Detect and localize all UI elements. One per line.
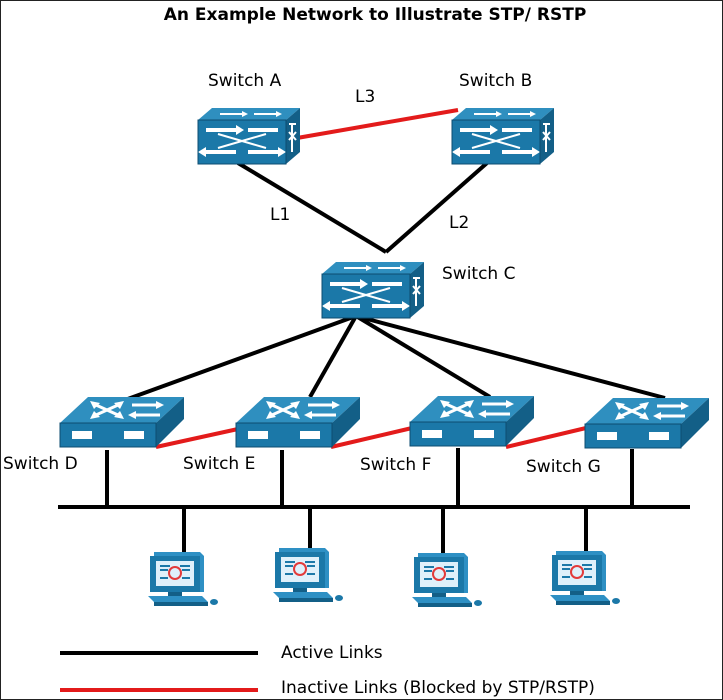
switch-f-icon[interactable] <box>408 394 536 448</box>
switch-b-icon[interactable] <box>451 107 555 165</box>
pc-3-icon[interactable] <box>411 552 483 608</box>
switch-c-label: Switch C <box>442 264 515 284</box>
link-c-f <box>354 314 492 399</box>
switch-b-label: Switch B <box>459 71 532 91</box>
switch-a-label: Switch A <box>208 71 282 91</box>
link-d-e-inactive <box>155 427 239 449</box>
diagram-title: An Example Network to Illustrate STP/ RS… <box>164 5 587 25</box>
link-c-e <box>308 315 358 398</box>
switch-e-icon[interactable] <box>234 395 362 449</box>
link-l1-active <box>236 161 388 254</box>
switch-a-icon[interactable] <box>197 107 301 165</box>
switch-g-label: Switch G <box>526 457 601 477</box>
link-c-g <box>355 314 666 400</box>
link-l1-label: L1 <box>270 205 290 225</box>
legend-inactive-label: Inactive Links (Blocked by STP/RSTP) <box>281 678 595 698</box>
switch-g-icon[interactable] <box>583 396 711 450</box>
link-l3-label: L3 <box>355 87 375 107</box>
legend-active-label: Active Links <box>281 643 383 663</box>
switch-d-icon[interactable] <box>58 395 186 449</box>
switch-f-label: Switch F <box>360 455 431 475</box>
link-f-g-inactive <box>505 426 587 449</box>
link-e-f-inactive <box>330 426 413 449</box>
link-l2-label: L2 <box>449 213 469 233</box>
link-c-d <box>124 314 357 402</box>
pc-1-icon[interactable] <box>147 551 219 607</box>
link-l3-inactive <box>296 108 459 140</box>
switch-d-label: Switch D <box>3 454 78 474</box>
switch-c-icon[interactable] <box>321 261 425 319</box>
pc-4-icon[interactable] <box>549 550 621 606</box>
link-l2-active <box>384 161 489 254</box>
pc-2-icon[interactable] <box>272 547 344 603</box>
switch-e-label: Switch E <box>183 454 255 474</box>
